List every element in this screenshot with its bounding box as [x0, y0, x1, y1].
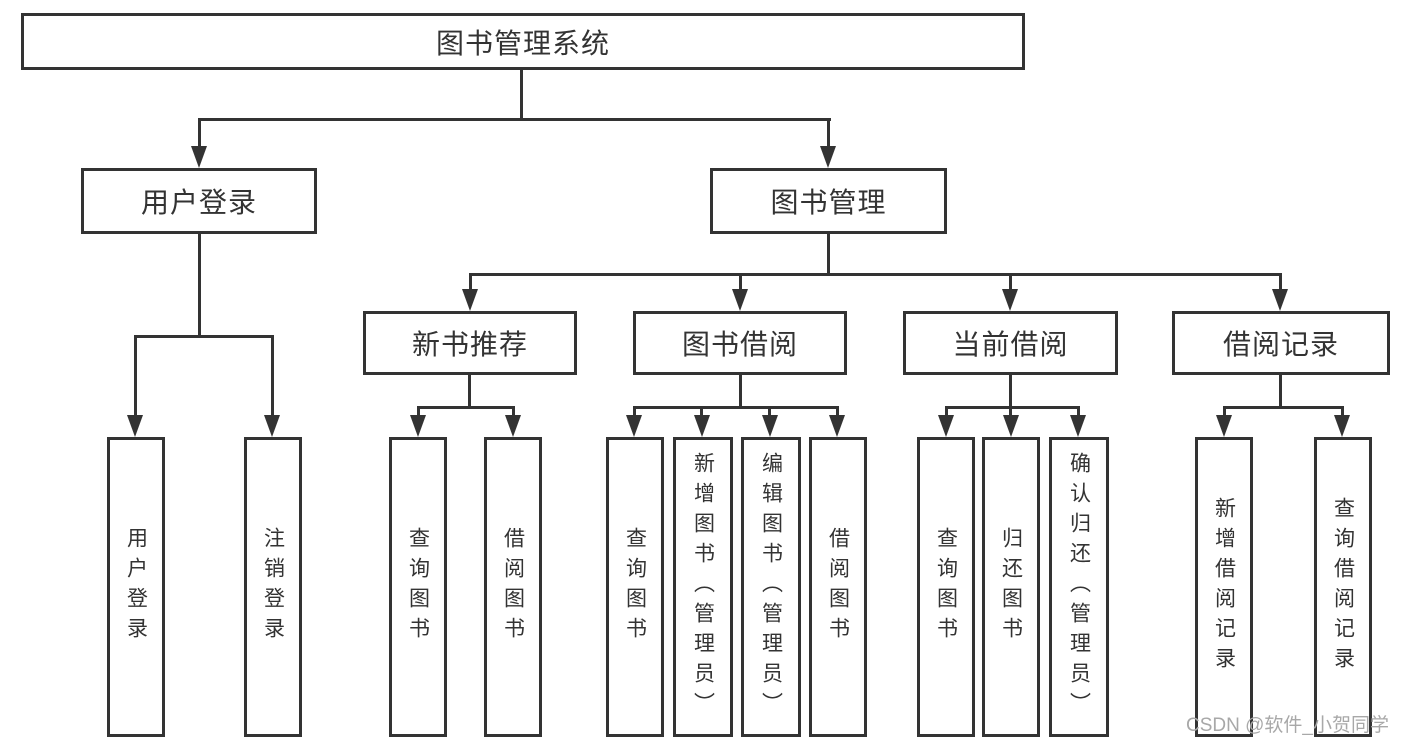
connector-leaf-stub — [633, 406, 636, 418]
leaf-query-books-recommend: 查询图书 — [389, 437, 447, 737]
connector-leaf-stub — [1009, 406, 1012, 418]
arrowhead-down-icon — [732, 289, 748, 311]
leaf-query-books-recommend-label: 查询图书 — [406, 527, 430, 647]
arrowhead-down-icon — [127, 415, 143, 437]
leaf-return-book: 归还图书 — [982, 437, 1040, 737]
connector-root-stem — [520, 70, 523, 120]
leaf-borrow-books-recommend-label: 借阅图书 — [501, 527, 525, 647]
node-new-book-recommend-label: 新书推荐 — [411, 329, 528, 360]
connector-to-leaf-user-login — [134, 335, 137, 417]
arrowhead-down-icon — [410, 415, 426, 437]
leaf-query-books-borrow: 查询图书 — [606, 437, 664, 737]
connector-leaf-stub — [512, 406, 515, 418]
connector-borrow-records-stem — [1279, 375, 1282, 408]
leaf-borrow-books-2-label: 借阅图书 — [826, 527, 850, 647]
node-current-borrow: 当前借阅 — [903, 311, 1118, 375]
connector-leaf-stub — [768, 406, 771, 418]
connector-root-to-book-management — [827, 118, 830, 150]
connector-to-leaf-logout — [271, 335, 274, 417]
connector-book-management-rail — [469, 273, 1282, 276]
connector-leaf-stub — [1341, 406, 1344, 418]
node-borrow-records: 借阅记录 — [1172, 311, 1390, 375]
csdn-watermark: CSDN @软件_小贺同学 — [1186, 715, 1389, 736]
node-current-borrow-label: 当前借阅 — [952, 329, 1069, 360]
connector-leaf-stub — [700, 406, 703, 418]
leaf-edit-book-admin-label: 编辑图书（管理员） — [759, 452, 783, 722]
arrowhead-down-icon — [1002, 289, 1018, 311]
node-new-book-recommend: 新书推荐 — [363, 311, 577, 375]
node-root-label: 图书管理系统 — [435, 27, 610, 59]
connector-current-borrow-stem — [1009, 375, 1012, 408]
leaf-add-book-admin-label: 新增图书（管理员） — [691, 452, 715, 722]
connector-book-borrow-rail — [633, 406, 839, 409]
connector-borrow-records-rail — [1223, 406, 1344, 409]
node-book-management: 图书管理 — [710, 168, 947, 234]
connector-to-book-borrow — [739, 273, 742, 291]
node-book-borrow: 图书借阅 — [633, 311, 847, 375]
leaf-user-login-label: 用户登录 — [124, 527, 148, 647]
connector-user-login-rail — [134, 335, 274, 338]
connector-root-rail — [198, 118, 831, 121]
leaf-user-login: 用户登录 — [107, 437, 165, 737]
arrowhead-down-icon — [191, 146, 207, 168]
leaf-add-borrow-record: 新增借阅记录 — [1195, 437, 1253, 737]
arrowhead-down-icon — [505, 415, 521, 437]
node-user-login-label: 用户登录 — [140, 187, 257, 218]
leaf-borrow-books-recommend: 借阅图书 — [484, 437, 542, 737]
leaf-return-book-label: 归还图书 — [999, 527, 1023, 647]
connector-leaf-stub — [1077, 406, 1080, 418]
connector-book-management-stem — [827, 234, 830, 275]
node-book-borrow-label: 图书借阅 — [681, 329, 798, 360]
leaf-query-borrow-record: 查询借阅记录 — [1314, 437, 1372, 737]
leaf-query-borrow-record-label: 查询借阅记录 — [1331, 497, 1355, 677]
leaf-borrow-books-2: 借阅图书 — [809, 437, 867, 737]
node-root: 图书管理系统 — [21, 13, 1025, 70]
arrowhead-down-icon — [762, 415, 778, 437]
leaf-edit-book-admin: 编辑图书（管理员） — [741, 437, 801, 737]
connector-current-borrow-rail — [945, 406, 1080, 409]
leaf-add-borrow-record-label: 新增借阅记录 — [1212, 497, 1236, 677]
arrowhead-down-icon — [1334, 415, 1350, 437]
connector-user-login-stem — [198, 234, 201, 337]
leaf-confirm-return-admin-label: 确认归还（管理员） — [1067, 452, 1091, 722]
connector-book-borrow-stem — [739, 375, 742, 408]
leaf-logout-label: 注销登录 — [261, 527, 285, 647]
connector-new-book-recommend-rail — [417, 406, 515, 409]
connector-leaf-stub — [945, 406, 948, 418]
node-book-management-label: 图书管理 — [770, 187, 887, 218]
connector-to-current-borrow — [1009, 273, 1012, 291]
node-borrow-records-label: 借阅记录 — [1222, 329, 1339, 360]
connector-new-book-recommend-stem — [468, 375, 471, 408]
arrowhead-down-icon — [264, 415, 280, 437]
connector-to-new-book-recommend — [469, 273, 472, 291]
connector-root-to-user-login — [198, 118, 201, 150]
leaf-query-books-current: 查询图书 — [917, 437, 975, 737]
leaf-add-book-admin: 新增图书（管理员） — [673, 437, 733, 737]
arrowhead-down-icon — [462, 289, 478, 311]
node-user-login: 用户登录 — [81, 168, 317, 234]
connector-leaf-stub — [1223, 406, 1226, 418]
leaf-confirm-return-admin: 确认归还（管理员） — [1049, 437, 1109, 737]
arrowhead-down-icon — [1272, 289, 1288, 311]
arrowhead-down-icon — [820, 146, 836, 168]
leaf-logout: 注销登录 — [244, 437, 302, 737]
arrowhead-down-icon — [829, 415, 845, 437]
connector-to-borrow-records — [1279, 273, 1282, 291]
arrowhead-down-icon — [1003, 415, 1019, 437]
arrowhead-down-icon — [1070, 415, 1086, 437]
arrowhead-down-icon — [626, 415, 642, 437]
connector-leaf-stub — [836, 406, 839, 418]
leaf-query-books-current-label: 查询图书 — [934, 527, 958, 647]
arrowhead-down-icon — [694, 415, 710, 437]
leaf-query-books-borrow-label: 查询图书 — [623, 527, 647, 647]
arrowhead-down-icon — [938, 415, 954, 437]
arrowhead-down-icon — [1216, 415, 1232, 437]
connector-leaf-stub — [417, 406, 420, 418]
